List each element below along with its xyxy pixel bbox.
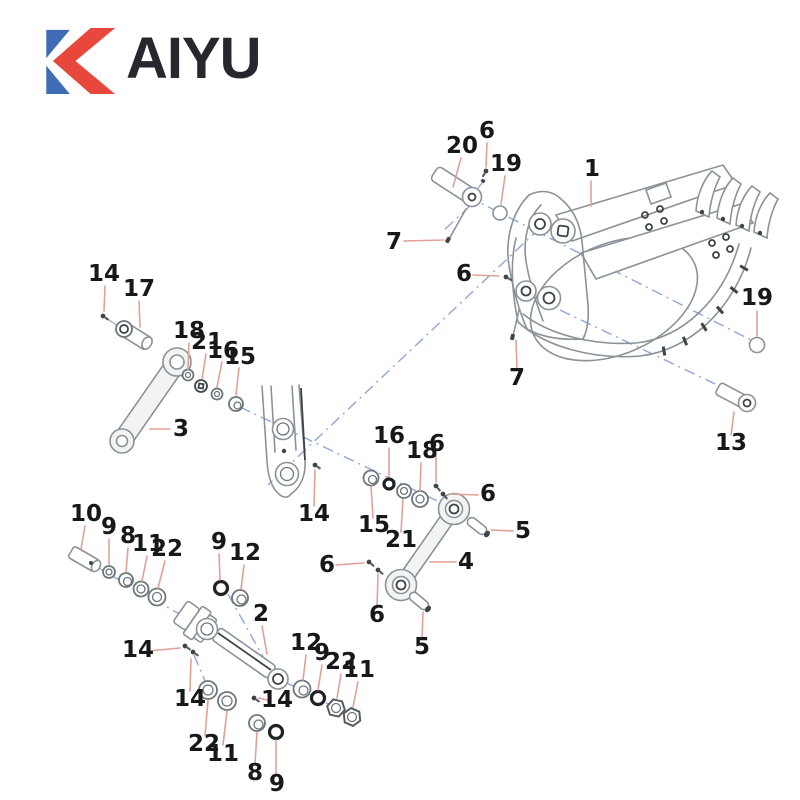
pin-13-drawing (715, 382, 757, 413)
callout-label: 2 (253, 601, 269, 627)
callout-label: 9 (101, 514, 117, 540)
callout-label: 7 (509, 365, 525, 391)
callout-label: 11 (207, 741, 239, 767)
callout-label: 14 (174, 686, 206, 712)
callout-label: 20 (446, 133, 478, 159)
callout-label: 12 (290, 630, 322, 656)
callout-label: 10 (70, 501, 102, 527)
arm-drawing (261, 384, 306, 498)
callout-labels: 20 6 19 1 7 14 17 6 19 7 18 21 16 15 3 1… (70, 118, 773, 797)
pin-5-lower-drawing (408, 591, 432, 613)
callout-label: 6 (429, 431, 445, 457)
brand-logo: AIYU (46, 26, 262, 94)
plug-19-right (748, 336, 766, 354)
callout-label: 11 (132, 531, 164, 557)
callout-label: 22 (188, 731, 220, 757)
callout-label: 12 (229, 540, 261, 566)
brand-wordmark: AIYU (126, 26, 262, 91)
callout-label: 14 (122, 637, 154, 663)
callout-label: 21 (385, 527, 417, 553)
callout-label: 13 (715, 430, 747, 456)
callout-label: 15 (224, 344, 256, 370)
callout-label: 11 (343, 657, 375, 683)
washer-set-left (102, 565, 249, 607)
callout-label: 21 (191, 329, 223, 355)
callout-label: 8 (247, 760, 263, 786)
washer-set-upper-left (181, 368, 244, 412)
callout-label: 1 (584, 156, 600, 182)
plug-19-upper (492, 205, 508, 221)
pin-5-upper-drawing (466, 516, 491, 538)
callout-label: 5 (414, 634, 430, 660)
callout-label: 3 (173, 416, 189, 442)
callout-label: 6 (369, 602, 385, 628)
callout-label: 6 (479, 118, 495, 144)
washer-set-bottom-left (198, 680, 285, 741)
callout-label: 6 (480, 481, 496, 507)
callout-label: 22 (325, 649, 357, 675)
bucket-drawing (507, 164, 780, 362)
cylinder-drawing (173, 600, 289, 690)
pin-7-upper-drawing (445, 208, 467, 244)
washer-set-mid (362, 469, 429, 508)
callout-label: 9 (314, 640, 330, 666)
cutting-edge-segments (661, 264, 749, 356)
callout-label: 16 (207, 338, 239, 364)
callout-label: 7 (386, 229, 402, 255)
leader-lines (80, 142, 758, 776)
callout-label: 22 (151, 536, 183, 562)
callout-label: 8 (120, 523, 136, 549)
callout-label: 18 (173, 318, 205, 344)
washer-set-bottom-right (292, 679, 362, 727)
callout-label: 15 (358, 512, 390, 538)
pin-10-drawing (68, 546, 102, 573)
callout-label: 14 (261, 687, 293, 713)
bolt-glyphs (100, 168, 513, 703)
bucket-bracket (507, 190, 590, 341)
callout-label: 16 (373, 423, 405, 449)
pin-20-drawing (430, 166, 483, 208)
callout-label: 19 (490, 151, 522, 177)
callout-label: 14 (88, 261, 120, 287)
callout-label: 19 (741, 285, 773, 311)
kaiyu-k-mark-icon (46, 28, 116, 94)
callout-label: 18 (406, 438, 438, 464)
callout-label: 4 (458, 549, 474, 575)
callout-label: 17 (123, 276, 155, 302)
callout-label: 6 (319, 552, 335, 578)
callout-label: 9 (269, 771, 285, 797)
pin-7-lower-drawing (510, 309, 520, 341)
link-3-drawing (109, 347, 192, 454)
callout-label: 5 (515, 518, 531, 544)
callout-label: 9 (211, 529, 227, 555)
pin-17-drawing (115, 320, 153, 351)
callout-label: 6 (456, 261, 472, 287)
link-4-drawing (384, 492, 471, 602)
callout-label: 14 (298, 501, 330, 527)
bucket-teeth (695, 169, 780, 240)
